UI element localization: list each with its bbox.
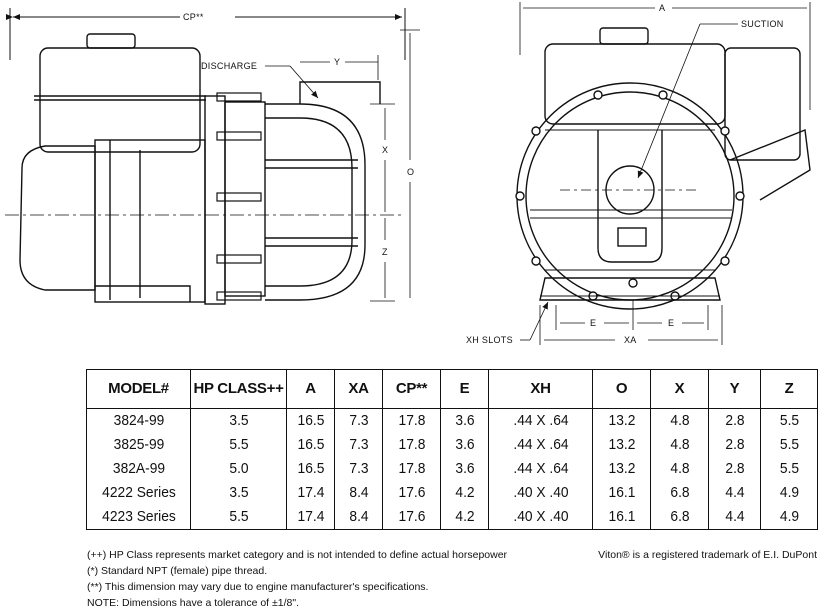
cell: 6.8 <box>652 505 707 530</box>
cell: 7.3 <box>335 433 382 457</box>
cell: 4222 Series <box>90 481 187 505</box>
cell: .44 X .64 <box>492 433 589 457</box>
cell: 3.6 <box>441 433 488 457</box>
cell: 8.4 <box>335 505 382 530</box>
xh-slots-label: XH SLOTS <box>466 335 513 345</box>
cell: 4.8 <box>652 457 707 481</box>
cell: 3.6 <box>441 457 488 481</box>
cell: 17.4 <box>287 481 334 505</box>
footnote-line: (++) HP Class represents market category… <box>87 547 817 563</box>
col-header-z: Z <box>760 369 818 409</box>
cell: 17.6 <box>384 481 439 505</box>
cell: 5.5 <box>193 505 284 530</box>
cell: 3.5 <box>193 408 284 433</box>
table-row: 3824-99 3.5 16.5 7.3 17.8 3.6 .44 X .64 … <box>87 408 818 433</box>
pump-dimension-drawing: CP** DISCHARGE Y X Z O A SUCTION XH SLOT… <box>5 2 811 345</box>
cell: 17.8 <box>384 433 439 457</box>
cell: 4.9 <box>762 505 816 530</box>
spec-table: MODEL# HP CLASS++ A XA CP** E XH O X Y Z… <box>86 369 818 530</box>
cell: 4.2 <box>441 505 488 530</box>
table-row: 4223 Series 5.5 17.4 8.4 17.6 4.2 .40 X … <box>87 505 818 530</box>
cell: 4223 Series <box>90 505 187 530</box>
cell: 13.2 <box>594 408 649 433</box>
footnote-viton: Viton® is a registered trademark of E.I.… <box>598 549 817 561</box>
cell: 3.5 <box>193 481 284 505</box>
footnotes: (++) HP Class represents market category… <box>87 547 817 611</box>
cell: .44 X .64 <box>492 457 589 481</box>
front-view <box>515 2 811 345</box>
col-header-xh: XH <box>488 369 593 409</box>
cell: 16.5 <box>287 433 334 457</box>
cell: 5.5 <box>762 433 816 457</box>
discharge-label: DISCHARGE <box>201 61 257 71</box>
table-row: 382A-99 5.0 16.5 7.3 17.8 3.6 .44 X .64 … <box>87 457 818 481</box>
a-label: A <box>659 3 665 13</box>
cell: 3825-99 <box>90 433 187 457</box>
o-label: O <box>407 167 414 177</box>
footnote-npt: (*) Standard NPT (female) pipe thread. <box>87 565 268 577</box>
table-row: 4222 Series 3.5 17.4 8.4 17.6 4.2 .40 X … <box>87 481 818 505</box>
cell: 16.5 <box>287 408 334 433</box>
suction-label: SUCTION <box>741 19 784 29</box>
cell: .44 X .64 <box>492 408 589 433</box>
side-view <box>5 8 420 305</box>
cell: 4.9 <box>762 481 816 505</box>
cell: 4.2 <box>441 481 488 505</box>
col-header-e: E <box>440 369 489 409</box>
cell: 17.6 <box>384 505 439 530</box>
cell: 16.5 <box>287 457 334 481</box>
col-header-xa: XA <box>334 369 383 409</box>
cell: .40 X .40 <box>492 481 589 505</box>
col-header-hp-class: HP CLASS++ <box>190 369 287 409</box>
cell: 5.5 <box>762 408 816 433</box>
cell: 4.8 <box>652 408 707 433</box>
cell: 382A-99 <box>90 457 187 481</box>
cell: 17.8 <box>384 408 439 433</box>
e-right-label: E <box>668 318 674 328</box>
cell: 5.5 <box>193 433 284 457</box>
e-left-label: E <box>590 318 596 328</box>
footnote-engine: (**) This dimension may vary due to engi… <box>87 581 429 593</box>
col-header-a: A <box>286 369 335 409</box>
cell: 4.8 <box>652 433 707 457</box>
cell: 3.6 <box>441 408 488 433</box>
table-header-row: MODEL# HP CLASS++ A XA CP** E XH O X Y Z <box>86 369 818 409</box>
footnote-tolerance: NOTE: Dimensions have a tolerance of ±1/… <box>87 597 300 609</box>
cell: 8.4 <box>335 481 382 505</box>
cell: 4.4 <box>710 505 759 530</box>
cell: 16.1 <box>594 481 649 505</box>
cell: 17.4 <box>287 505 334 530</box>
cell: 6.8 <box>652 481 707 505</box>
col-header-cp: CP** <box>382 369 441 409</box>
cell: 13.2 <box>594 433 649 457</box>
col-header-model: MODEL# <box>86 369 191 409</box>
table-row: 3825-99 5.5 16.5 7.3 17.8 3.6 .44 X .64 … <box>87 433 818 457</box>
cell: 13.2 <box>594 457 649 481</box>
col-header-o: O <box>592 369 651 409</box>
x-label: X <box>382 145 388 155</box>
cell: 2.8 <box>710 457 759 481</box>
y-label: Y <box>334 57 340 67</box>
cell: 7.3 <box>335 408 382 433</box>
cell: 17.8 <box>384 457 439 481</box>
cell: 5.5 <box>762 457 816 481</box>
col-header-y: Y <box>708 369 761 409</box>
cell: 2.8 <box>710 408 759 433</box>
cell: 16.1 <box>594 505 649 530</box>
cell: .40 X .40 <box>492 505 589 530</box>
z-label: Z <box>382 247 388 257</box>
cell: 2.8 <box>710 433 759 457</box>
cell: 4.4 <box>710 481 759 505</box>
xa-label: XA <box>624 335 637 345</box>
col-header-x: X <box>650 369 709 409</box>
footnote-hp-class: (++) HP Class represents market category… <box>87 549 508 561</box>
cell: 3824-99 <box>90 408 187 433</box>
cell: 7.3 <box>335 457 382 481</box>
cell: 5.0 <box>193 457 284 481</box>
cp-label: CP** <box>183 12 204 22</box>
